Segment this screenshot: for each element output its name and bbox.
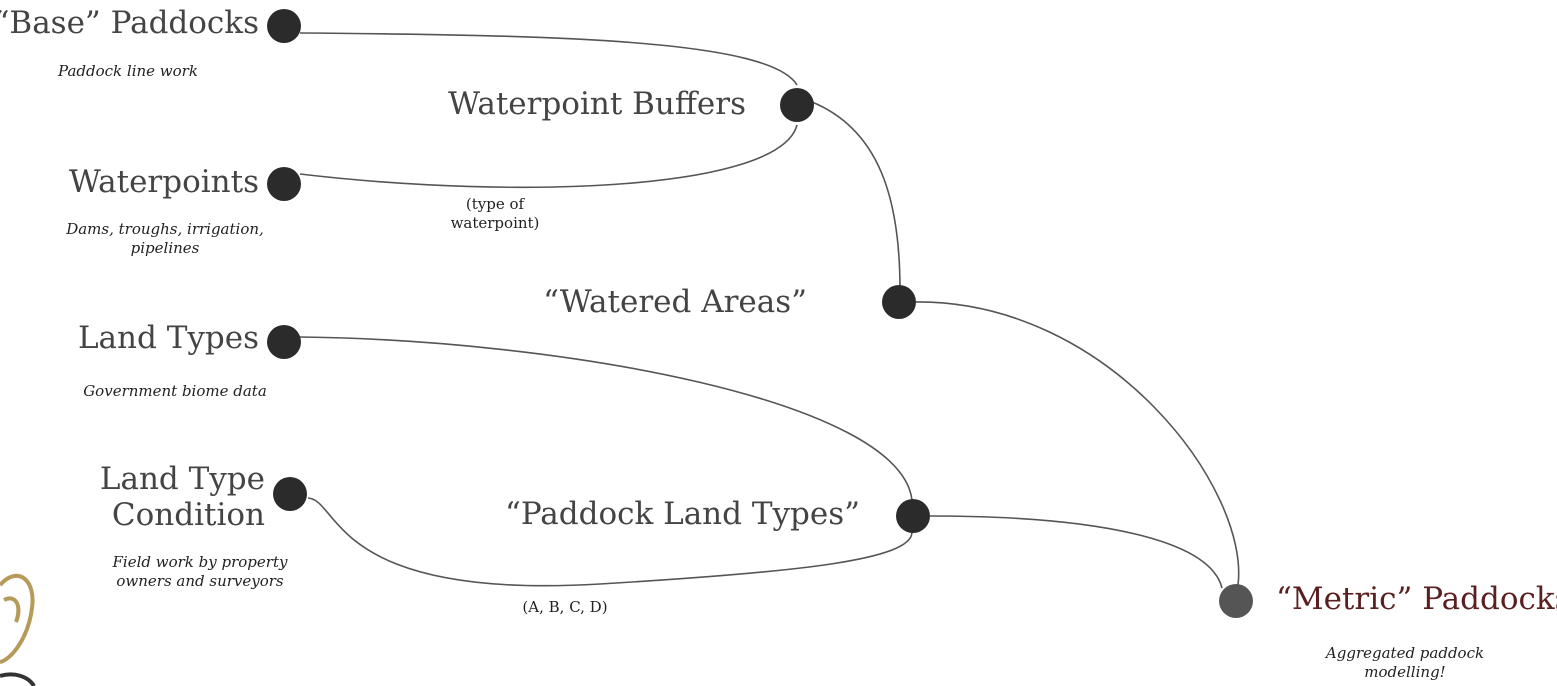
edge-condition-to-paddocklandtypes xyxy=(307,497,913,587)
node-title-base-paddocks: “Base” Paddocks xyxy=(0,5,259,41)
edge-paddocklandtypes-to-metric xyxy=(929,515,1223,589)
edge-landtypes-to-paddocklandtypes xyxy=(299,336,913,501)
note-waterpoints-line1: Dams, troughs, irrigation, xyxy=(66,220,264,238)
node-title-metric-paddocks: “Metric” Paddocks xyxy=(1276,581,1557,617)
note-land-type-condition: Field work by property owners and survey… xyxy=(75,553,325,591)
note-waterpoints-line2: pipelines xyxy=(130,238,200,257)
edge-label-condition-classes: (A, B, C, D) xyxy=(522,598,608,616)
node-title-land-type-condition-line1: Land Type xyxy=(99,461,265,497)
node-dot-paddock-land-types[interactable] xyxy=(896,499,930,533)
note-metric-paddocks-line1: Aggregated paddock xyxy=(1325,644,1485,662)
node-dot-land-type-condition[interactable] xyxy=(273,477,307,511)
node-dot-waterpoints[interactable] xyxy=(267,167,301,201)
node-title-watered-areas: “Watered Areas” xyxy=(543,284,807,320)
ram-logo-icon xyxy=(0,573,36,686)
note-waterpoints: Dams, troughs, irrigation, pipelines xyxy=(40,220,290,258)
edge-label-waterpoint-type-line1: (type of xyxy=(465,195,525,213)
node-dot-base-paddocks[interactable] xyxy=(267,9,301,43)
node-dot-metric-paddocks[interactable] xyxy=(1219,584,1253,618)
node-title-land-types: Land Types xyxy=(77,320,259,356)
node-dot-land-types[interactable] xyxy=(267,325,301,359)
node-title-land-type-condition: Land Type Condition xyxy=(99,461,265,533)
note-metric-paddocks-line2: modelling! xyxy=(1364,662,1446,681)
node-dot-watered-areas[interactable] xyxy=(882,285,916,319)
note-land-type-condition-line2: owners and surveyors xyxy=(116,571,284,590)
note-metric-paddocks: Aggregated paddock modelling! xyxy=(1290,644,1520,682)
edge-buffers-to-watered xyxy=(811,101,901,291)
note-base-paddocks: Paddock line work xyxy=(58,62,198,80)
node-dot-waterpoint-buffers[interactable] xyxy=(780,88,814,122)
note-land-types: Government biome data xyxy=(83,382,267,400)
edge-watered-to-metric xyxy=(914,301,1240,586)
node-title-paddock-land-types: “Paddock Land Types” xyxy=(504,496,860,532)
node-title-land-type-condition-line2: Condition xyxy=(111,496,265,533)
edge-waterpoints-to-buffers xyxy=(299,124,798,189)
edge-label-waterpoint-type: (type of waterpoint) xyxy=(415,195,575,233)
edge-base-to-buffers xyxy=(299,32,798,86)
edge-label-waterpoint-type-line2: waterpoint) xyxy=(450,213,540,232)
note-land-type-condition-line1: Field work by property xyxy=(112,553,288,571)
node-title-waterpoint-buffers: Waterpoint Buffers xyxy=(448,86,746,122)
node-title-waterpoints: Waterpoints xyxy=(68,164,259,200)
